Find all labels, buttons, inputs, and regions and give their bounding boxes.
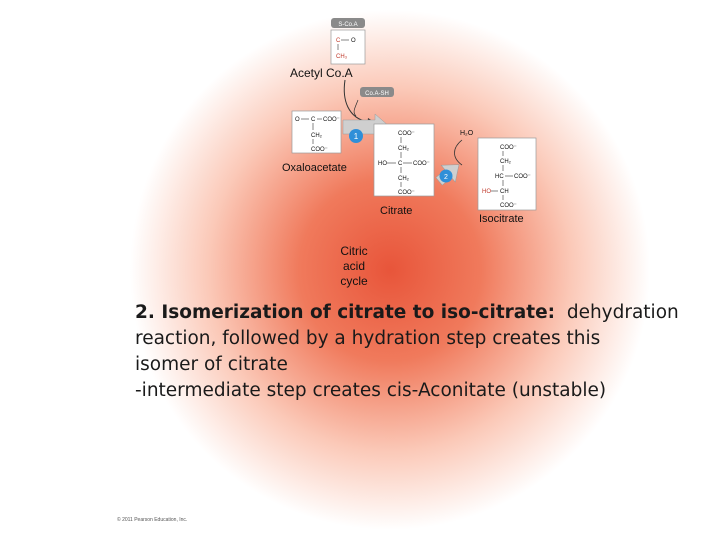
citrate-label: Citrate <box>380 205 413 217</box>
svg-text:CH₂: CH₂ <box>311 133 323 139</box>
svg-text:C: C <box>311 117 316 123</box>
caption-line-2: reaction, followed by a hydration step c… <box>135 328 601 349</box>
oxaloacetate-structure: O C COO⁻ CH₂ COO⁻ <box>291 110 342 154</box>
step-2-badge: 2 <box>444 174 448 181</box>
svg-text:CH: CH <box>500 189 509 195</box>
svg-text:COO⁻: COO⁻ <box>323 117 340 123</box>
acetyl-coa-structure: S-Co.A C O CH₃ <box>330 18 366 65</box>
acetyl-coa-group: S-Co.A <box>338 22 357 28</box>
svg-text:CH₂: CH₂ <box>398 176 410 182</box>
svg-text:COO⁻: COO⁻ <box>311 147 328 153</box>
isocitrate-structure: COO⁻ CH₂ HC COO⁻ HO CH COO⁻ <box>477 137 537 211</box>
svg-text:COO⁻: COO⁻ <box>398 190 415 196</box>
caption-line-3: isomer of citrate <box>135 354 288 375</box>
svg-text:C: C <box>398 161 403 167</box>
caption-line-1: 2. Isomerization of citrate to iso-citra… <box>135 300 695 326</box>
cycle-label-word-3: cycle <box>340 274 368 288</box>
svg-text:COO⁻: COO⁻ <box>500 145 517 151</box>
acetyl-methyl: CH₃ <box>336 54 348 60</box>
water-arrow <box>454 139 463 166</box>
svg-text:HO: HO <box>482 189 491 195</box>
step-1-badge: 1 <box>354 132 359 141</box>
caption-line-4: -intermediate step creates cis-Aconitate… <box>135 380 607 401</box>
isocitrate-label: Isocitrate <box>479 213 524 225</box>
cycle-label-word-1: Citric <box>340 244 368 258</box>
citric-acid-cycle-label: Citric acid cycle <box>322 244 386 289</box>
svg-text:COO⁻: COO⁻ <box>398 131 415 137</box>
svg-text:HC: HC <box>495 174 504 180</box>
step-2-arrow: 2 <box>435 164 460 186</box>
caption-heading: 2. Isomerization of citrate to iso-citra… <box>135 302 556 323</box>
svg-text:CH₂: CH₂ <box>398 146 410 152</box>
svg-text:COO⁻: COO⁻ <box>413 161 430 167</box>
caption-text: 2. Isomerization of citrate to iso-citra… <box>135 300 695 404</box>
coa-sh-label: Co.A-SH <box>365 91 389 97</box>
acetyl-coa-label: Acetyl Co.A <box>290 66 353 80</box>
acetyl-atom-o: O <box>351 38 356 44</box>
svg-text:O: O <box>295 117 300 123</box>
caption-line-1-rest: dehydration <box>555 302 679 323</box>
cycle-label-word-2: acid <box>342 259 365 273</box>
oxaloacetate-label: Oxaloacetate <box>282 162 347 174</box>
svg-text:HO: HO <box>378 161 387 167</box>
svg-text:CH₂: CH₂ <box>500 159 512 165</box>
acetyl-atom-c: C <box>336 38 341 44</box>
copyright-notice: © 2011 Pearson Education, Inc. <box>117 517 188 523</box>
water-label: H₂O <box>460 130 474 137</box>
svg-text:COO⁻: COO⁻ <box>500 203 517 209</box>
svg-text:COO⁻: COO⁻ <box>514 174 531 180</box>
citrate-structure: COO⁻ CH₂ HO C COO⁻ CH₂ COO⁻ <box>373 123 435 197</box>
